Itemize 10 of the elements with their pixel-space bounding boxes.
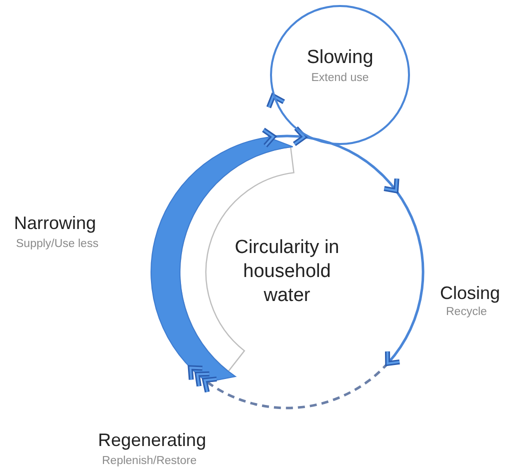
stage-subtitle: Supply/Use less	[16, 238, 98, 250]
stage-subtitle: Replenish/Restore	[102, 455, 197, 467]
stage-subtitle: Recycle	[446, 306, 487, 318]
stage-label: Closing	[440, 283, 500, 304]
stage-label: Regenerating	[98, 430, 206, 451]
stage-title: Slowing	[306, 46, 374, 70]
stage-label: Narrowing	[14, 213, 96, 234]
stage-subtitle: Extend use	[311, 72, 369, 84]
loop-circle	[270, 5, 410, 145]
center-text: Circularity in household water	[234, 236, 340, 308]
